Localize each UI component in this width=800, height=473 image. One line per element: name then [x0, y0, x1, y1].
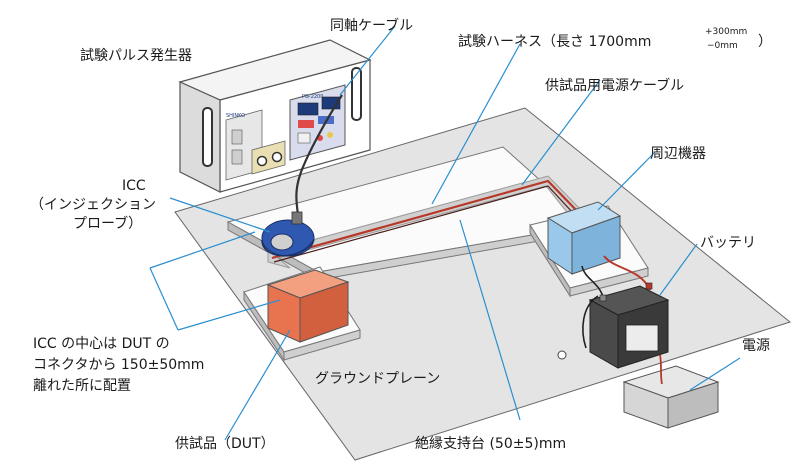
label-icc-line2: （インジェクション — [30, 197, 156, 213]
label-harness-tol-minus: −0mm — [707, 41, 738, 51]
dut-box — [266, 269, 350, 343]
label-icc-line1: ICC — [122, 178, 146, 194]
label-icc-note-line1: ICC の中心は DUT の — [33, 336, 170, 352]
label-harness-tol-plus: +300mm — [705, 27, 747, 37]
label-power-supply: 電源 — [742, 338, 770, 354]
label-icc-note-line2: コネクタから 150±50mm — [33, 357, 204, 373]
label-harness-close: ） — [758, 34, 772, 50]
label-battery: バッテリ — [700, 235, 756, 251]
label-pulse-generator: 試験パルス発生器 — [80, 48, 192, 64]
label-coax-cable: 同軸ケーブル — [330, 17, 413, 34]
label-dut: 供試品（DUT） — [175, 436, 275, 452]
power-supply — [622, 365, 720, 429]
test-harness — [267, 175, 584, 269]
svg-text:PG-2200: PG-2200 — [302, 94, 323, 100]
callout-lines — [149, 25, 741, 441]
label-icc-note-line3: 離れた所に配置 — [33, 377, 131, 394]
coax-cable — [295, 94, 343, 216]
battery-black-lead — [582, 295, 599, 349]
svg-text:SHINKO: SHINKO — [226, 113, 245, 119]
label-ground-plane: グラウンドプレーン — [315, 371, 440, 387]
battery — [588, 282, 670, 369]
icc-injection-probe — [261, 211, 315, 257]
test-pulse-generator: SHINKO PG-2200 — [178, 39, 372, 193]
label-icc-line3: プローブ） — [73, 215, 142, 232]
label-test-harness: 試験ハーネス（長さ 1700mm — [458, 34, 651, 50]
label-peripheral: 周辺機器 — [650, 146, 706, 162]
label-insulating-support: 絶縁支持台 (50±5)mm — [415, 436, 566, 452]
label-dut-power-cable: 供試品用電源ケーブル — [545, 77, 684, 94]
ground-terminal — [557, 350, 567, 360]
power-supply-red-lead — [659, 354, 663, 385]
